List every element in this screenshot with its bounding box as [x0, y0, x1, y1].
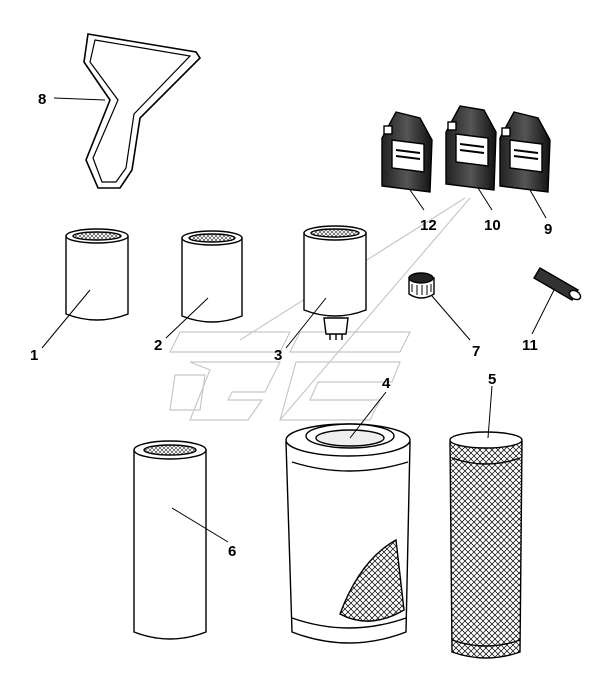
air-filter-part-4 [285, 423, 411, 644]
filter-part-6 [133, 440, 207, 640]
callout-12: 12 [420, 217, 437, 234]
filter-part-3 [303, 225, 367, 340]
callout-7: 7 [472, 343, 480, 360]
leader-10 [477, 187, 493, 211]
leader-6 [171, 507, 229, 543]
callout-6: 6 [228, 543, 236, 560]
callout-1: 1 [30, 347, 38, 364]
filter-part-1 [65, 228, 129, 321]
leader-7 [431, 295, 471, 341]
callout-4: 4 [382, 375, 391, 392]
callout-3: 3 [274, 347, 282, 364]
pin-part-11 [533, 267, 582, 301]
leader-4 [349, 391, 387, 439]
filter-part-2 [181, 230, 243, 323]
belt-part-8 [83, 33, 202, 189]
leader-2 [165, 297, 209, 339]
leader-9 [529, 189, 547, 219]
leader-1 [41, 289, 91, 349]
leader-11 [531, 289, 555, 335]
callout-10: 10 [484, 217, 501, 234]
oil-jug-part-9 [499, 111, 551, 193]
callout-5: 5 [488, 371, 496, 388]
leader-5 [487, 385, 493, 439]
callout-2: 2 [154, 337, 162, 354]
leader-8 [53, 97, 106, 101]
oil-jug-part-10 [445, 105, 497, 191]
leader-3 [285, 297, 327, 349]
callout-11: 11 [522, 337, 538, 354]
oil-jug-part-12 [381, 111, 433, 193]
callout-8: 8 [38, 91, 46, 108]
leader-12 [409, 189, 425, 211]
filter-part-5 [449, 431, 523, 659]
cap-part-7 [408, 272, 435, 299]
leader-lines [41, 97, 555, 543]
callout-9: 9 [544, 221, 552, 238]
